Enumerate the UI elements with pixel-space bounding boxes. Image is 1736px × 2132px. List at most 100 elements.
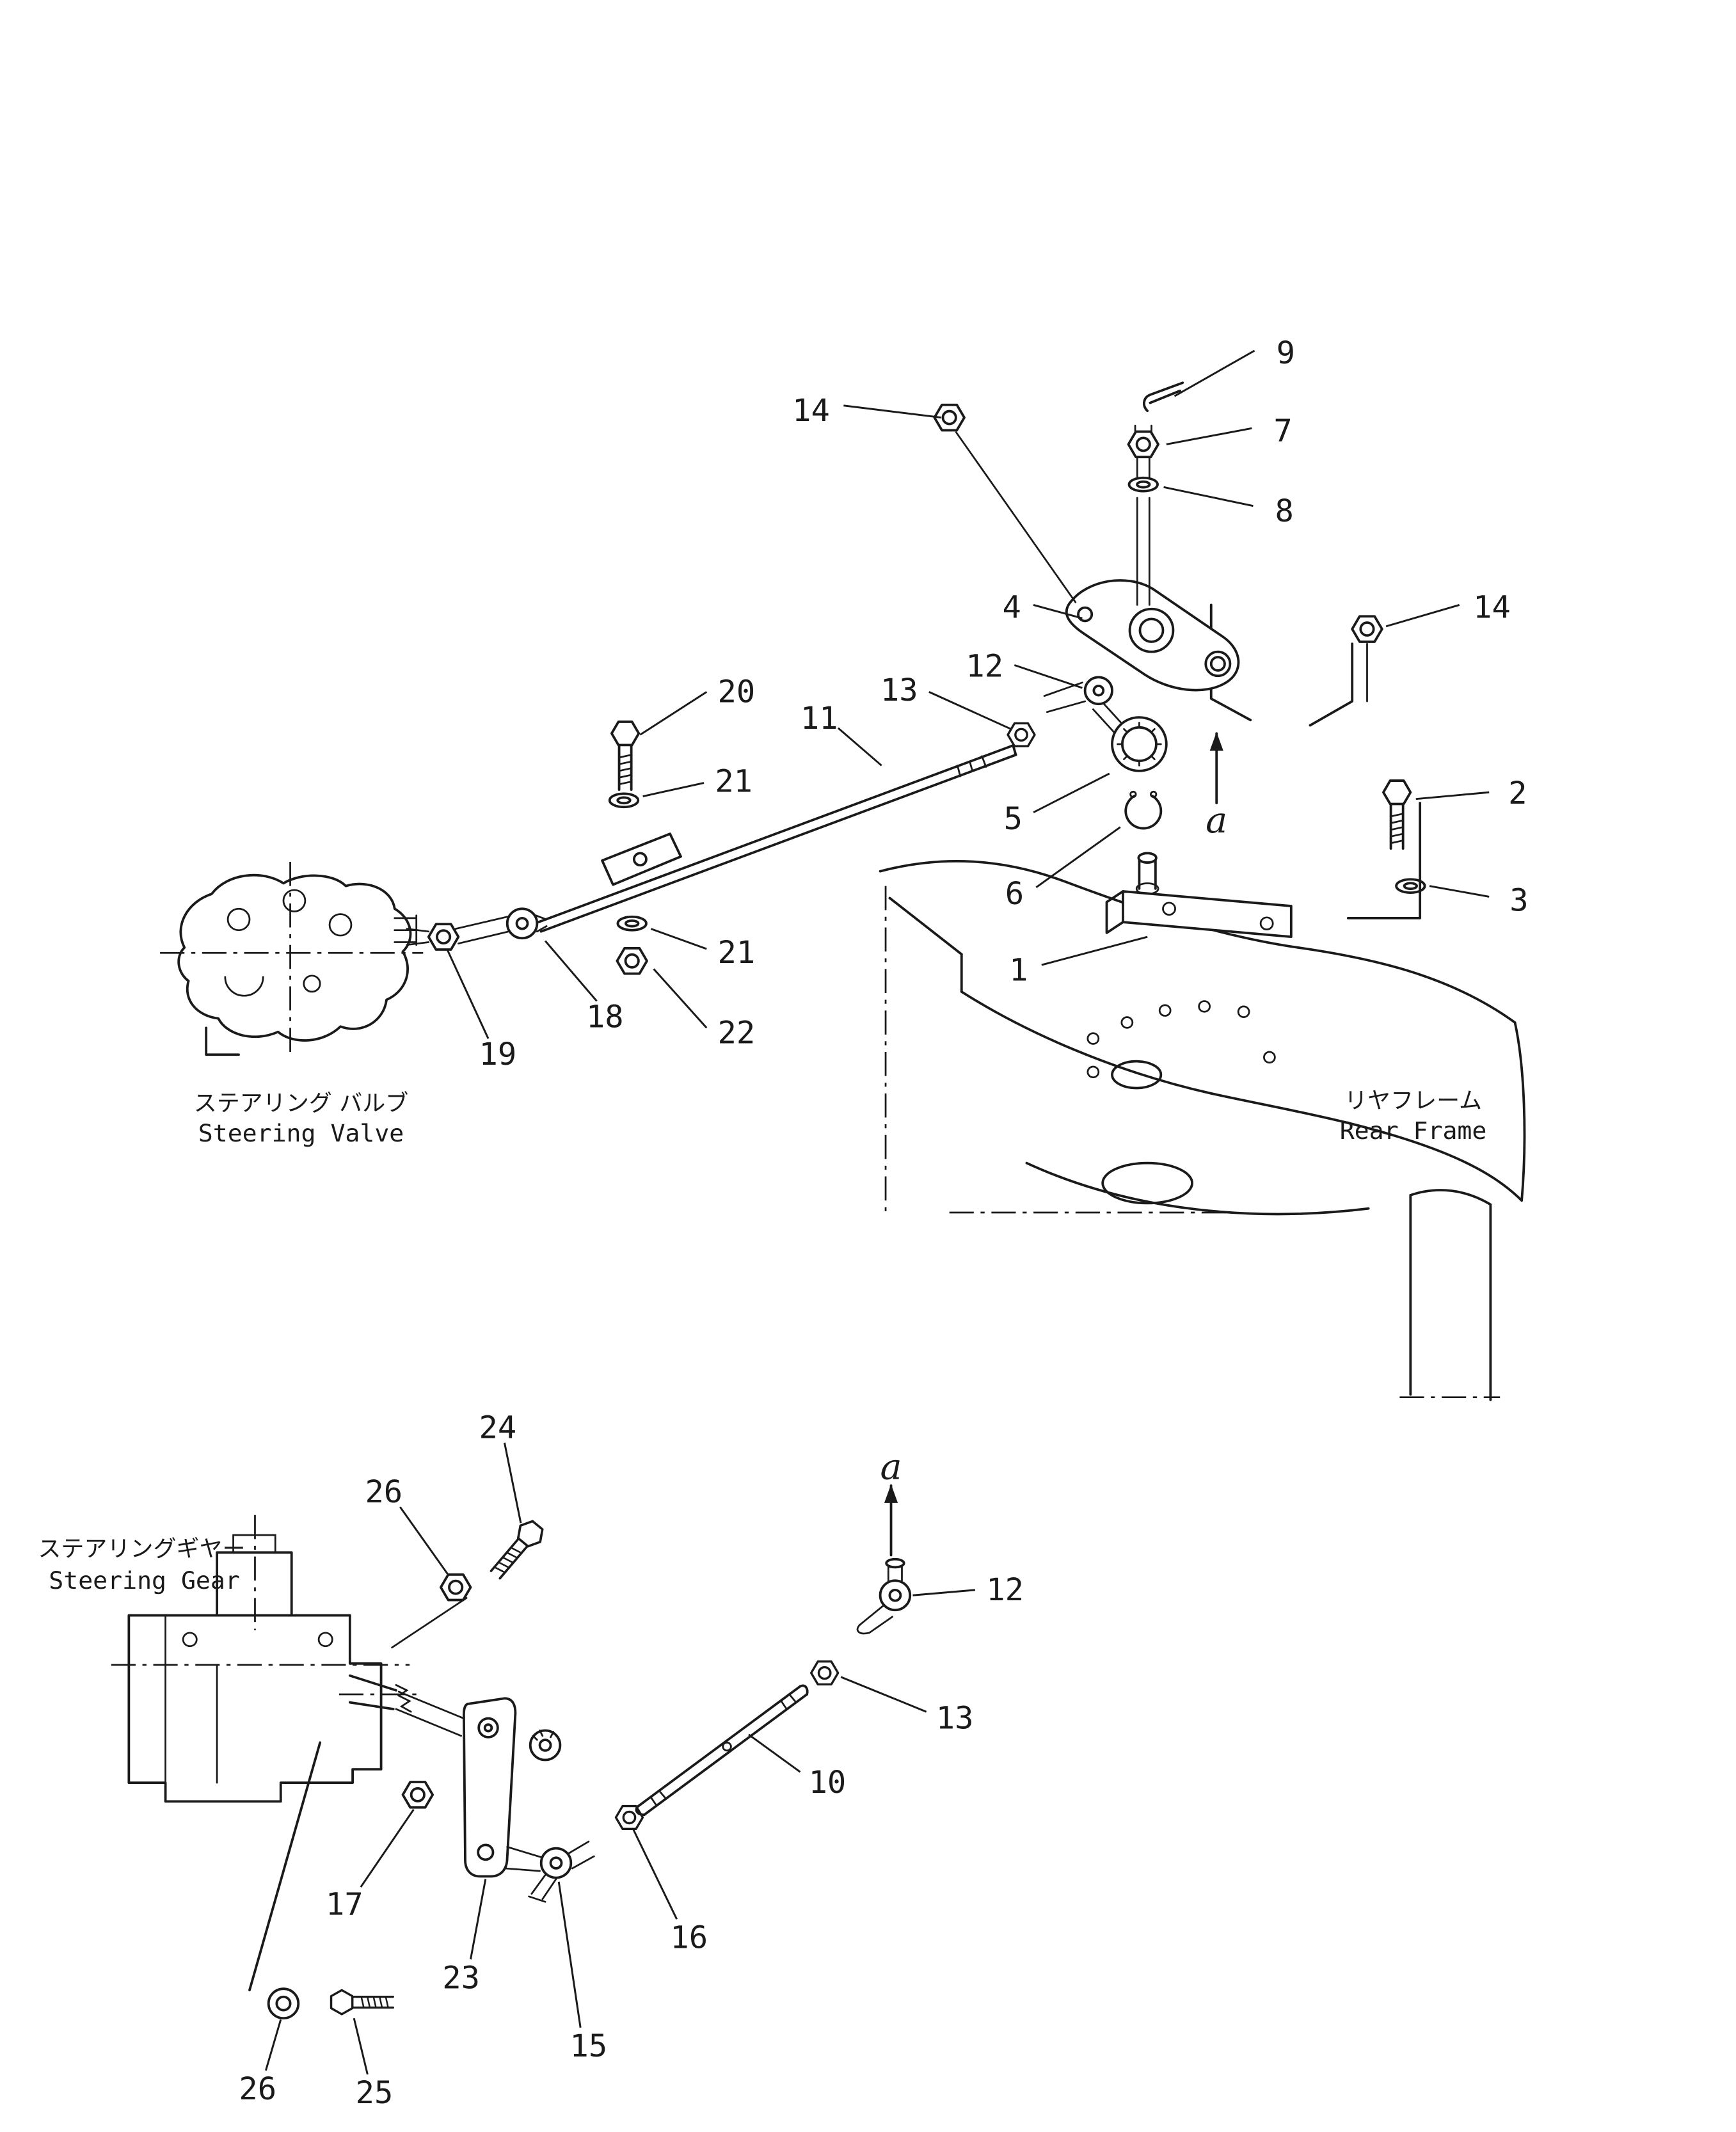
leader-line [837, 727, 882, 767]
steering-gear-label-en: Steering Gear [49, 1566, 240, 1595]
steering-gear-label-jp: ステアリングギヤー [38, 1536, 245, 1563]
leader-line [504, 1442, 522, 1523]
leader-line [1415, 791, 1490, 800]
leader-line [557, 1881, 582, 2028]
leader-line [353, 2017, 369, 2075]
leader-line [928, 691, 1012, 731]
drag-link-rod-11 [537, 744, 1017, 933]
leader-line [360, 1809, 415, 1888]
leader-line [639, 691, 708, 736]
leader-line [1033, 604, 1083, 619]
callout-number: 11 [800, 701, 838, 736]
leader-line [1174, 349, 1255, 397]
callout-9: 9 [1174, 335, 1295, 397]
callout-number: 4 [1002, 590, 1021, 626]
rear-frame-label-jp: リヤフレーム [1344, 1088, 1482, 1114]
callout-26: 26 [239, 2019, 282, 2107]
nut-22 [616, 947, 648, 975]
callout-13: 13 [840, 1676, 973, 1736]
leader-line [843, 404, 942, 419]
leader-line [1041, 935, 1148, 966]
callout-14: 14 [792, 393, 942, 429]
bolt-24 [484, 1516, 549, 1584]
callout-23: 23 [442, 1879, 487, 1996]
frame-mount-edge [1346, 802, 1422, 919]
callout-7: 7 [1166, 413, 1293, 449]
callout-24: 24 [479, 1410, 522, 1523]
callout-16: 16 [632, 1829, 708, 1956]
callout-number: 12 [986, 1572, 1024, 1608]
leader-line [642, 782, 705, 797]
leader-line [748, 1733, 801, 1773]
callout-number: 16 [670, 1920, 708, 1956]
callout-number: 6 [1005, 876, 1024, 912]
nut-13-upper [1007, 722, 1036, 747]
leader-line [1033, 772, 1110, 813]
callout-12: 12 [966, 649, 1083, 689]
callout-26: 26 [365, 1474, 449, 1575]
callout-2: 2 [1415, 776, 1527, 812]
view-letter: a [1206, 799, 1227, 841]
callout-number: 22 [718, 1015, 756, 1051]
washer-21-lower [616, 915, 648, 932]
callout-20: 20 [639, 674, 756, 736]
view-arrow-a: a [1206, 732, 1227, 841]
callout-number: 14 [792, 393, 830, 429]
callout-number: 8 [1275, 493, 1294, 529]
callout-6: 6 [1005, 826, 1121, 912]
callout-22: 22 [653, 968, 756, 1051]
pivot-stud [1136, 456, 1151, 606]
bolt-25 [330, 1989, 394, 2016]
callout-number: 20 [718, 674, 756, 710]
callout-number: 2 [1508, 776, 1527, 812]
pitman-arm-23 [395, 1690, 517, 1878]
callout-number: 25 [356, 2076, 394, 2112]
callout-17: 17 [326, 1809, 415, 1923]
callout-number: 24 [479, 1410, 517, 1446]
callout-21: 21 [642, 764, 753, 799]
callout-12: 12 [912, 1572, 1024, 1608]
leader-line [840, 1676, 927, 1713]
bearing-5 [1111, 716, 1168, 772]
callout-1: 1 [1009, 935, 1148, 989]
callout-number: 17 [326, 1887, 363, 1923]
callout-number: 5 [1004, 801, 1023, 837]
callout-number: 1 [1009, 953, 1028, 989]
callout-4: 4 [1002, 590, 1083, 626]
leader-line [653, 968, 708, 1029]
callout-14: 14 [1385, 590, 1511, 628]
callout-number: 19 [479, 1037, 517, 1072]
steering-valve-label-en: Steering Valve [198, 1119, 404, 1147]
view-arrow-a: a [880, 1446, 902, 1557]
knurled-knob [529, 1729, 562, 1762]
clevis-plate [601, 832, 682, 886]
leader-line [1429, 885, 1490, 898]
tie-rod-10 [635, 1684, 809, 1817]
view-letter: a [880, 1446, 902, 1488]
view-arrows-layer: aa [880, 732, 1227, 1557]
callout-number: 26 [239, 2071, 276, 2107]
callout-number: 9 [1277, 335, 1295, 371]
washer-21-upper [608, 792, 640, 809]
ball-joint-15 [504, 1840, 595, 1903]
leader-line [470, 1879, 487, 1960]
nut-26-upper [391, 1573, 472, 1649]
callout-5: 5 [1004, 772, 1110, 837]
leader-line [447, 950, 490, 1039]
nut-13-lower [809, 1660, 840, 1686]
nut-19 [406, 923, 460, 951]
arrow-head [1209, 732, 1223, 751]
bellcrank-4 [1065, 579, 1240, 692]
leader-line [632, 1829, 678, 1920]
bracket-1 [1105, 852, 1293, 939]
steering-valve-assembly [160, 862, 424, 1056]
callout-3: 3 [1429, 883, 1529, 918]
leader-line [1166, 427, 1252, 445]
callout-25: 25 [353, 2017, 394, 2112]
callout-15: 15 [557, 1881, 607, 2064]
leader-line [1035, 826, 1121, 888]
washer-8 [1127, 476, 1159, 493]
